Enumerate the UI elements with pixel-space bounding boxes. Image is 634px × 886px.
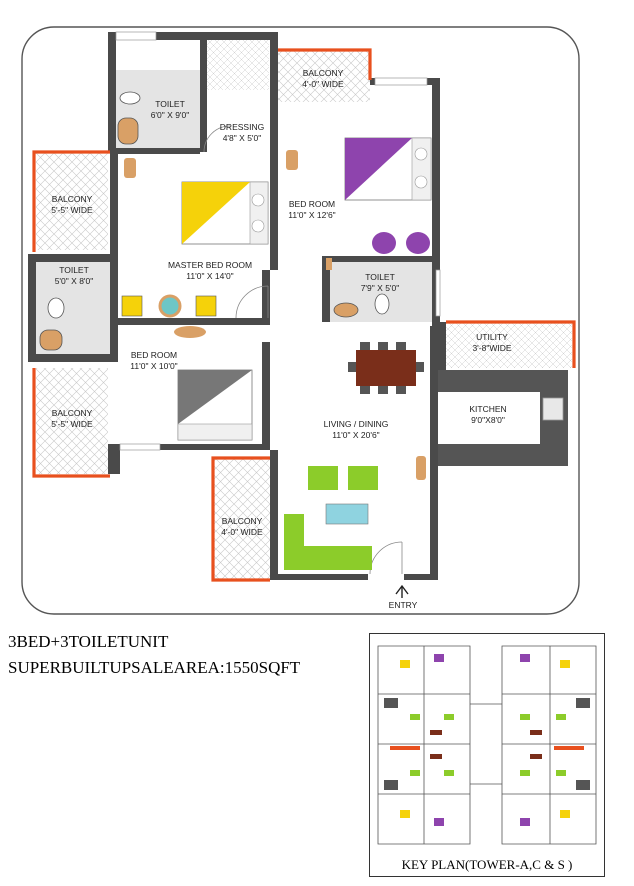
balcony-left-top-floor (36, 152, 108, 250)
toilet-1-size: 6'0" X 9'0" (151, 110, 190, 120)
toilet-3-label: TOILET (365, 272, 395, 282)
balcony-bottom-size: 4'-0" WIDE (221, 527, 263, 537)
dressing-size: 4'8" X 5'0" (223, 133, 262, 143)
toilet-3-size: 7'9" X 5'0" (361, 283, 400, 293)
windows (115, 31, 441, 451)
entry-label: ENTRY (389, 600, 418, 610)
kitchen-label: KITCHEN (469, 404, 506, 414)
master-furniture (121, 294, 217, 338)
unit-type-text: 3BED+3TOILETUNIT (8, 632, 169, 651)
balcony-top-floor (278, 50, 370, 102)
bed-room-1-label: BED ROOM (289, 199, 335, 209)
bed-room-1-bed (344, 137, 432, 254)
bed-room-2-size: 11'0" X 10'0" (130, 361, 177, 371)
key-plan: KEY PLAN(TOWER-A,C & S ) (369, 633, 605, 877)
balcony-left-top-label: BALCONY (52, 194, 93, 204)
living-dining-label: LIVING / DINING (324, 419, 389, 429)
balcony-bottom-floor (213, 458, 271, 580)
toilet-2-label: TOILET (59, 265, 89, 275)
toilet-1-label: TOILET (155, 99, 185, 109)
kitchen-counter (436, 370, 568, 466)
dining-set (348, 342, 424, 394)
key-plan-drawing (377, 645, 597, 845)
kitchen-sink (542, 397, 564, 421)
utility-size: 3'-8"WIDE (472, 343, 511, 353)
bed-room-2-bed (177, 369, 253, 441)
area-text: SUPERBUILTUPSALEAREA:1550SQFT (8, 658, 301, 677)
utility-floor (442, 322, 572, 368)
master-bed-label: MASTER BED ROOM (168, 260, 252, 270)
balcony-bottom-label: BALCONY (222, 516, 263, 526)
kitchen-size: 9'0"X8'0" (471, 415, 505, 425)
master-bed (181, 181, 269, 245)
entry-arrow-icon (395, 584, 409, 598)
balcony-left-bottom-label: BALCONY (52, 408, 93, 418)
balcony-left-top-size: 5'-5" WIDE (51, 205, 93, 215)
bed-room-1-size: 11'0" X 12'6" (288, 210, 335, 220)
dressing-label: DRESSING (220, 122, 264, 132)
balcony-left-bottom-floor (36, 368, 108, 474)
living-sofas (284, 466, 378, 570)
master-bed-size: 11'0" X 14'0" (186, 271, 233, 281)
balcony-rails (32, 48, 576, 582)
utility-label: UTILITY (476, 332, 508, 342)
living-dining-size: 11'0" X 20'6" (332, 430, 379, 440)
floor-plan: TOILET 6'0" X 9'0" DRESSING 4'8" X 5'0" … (21, 26, 580, 615)
side-tables (124, 150, 426, 480)
toilet-fixtures (39, 91, 390, 351)
balcony-left-bottom-size: 5'-5" WIDE (51, 419, 93, 429)
shaft-top (207, 40, 269, 90)
bed-room-2-label: BED ROOM (131, 350, 177, 360)
plan-frame (21, 26, 580, 615)
key-plan-title: KEY PLAN(TOWER-A,C & S ) (401, 857, 573, 872)
balcony-top-size: 4'-0" WIDE (302, 79, 344, 89)
toilet-2-size: 5'0" X 8'0" (55, 276, 94, 286)
balcony-top-label: BALCONY (303, 68, 344, 78)
